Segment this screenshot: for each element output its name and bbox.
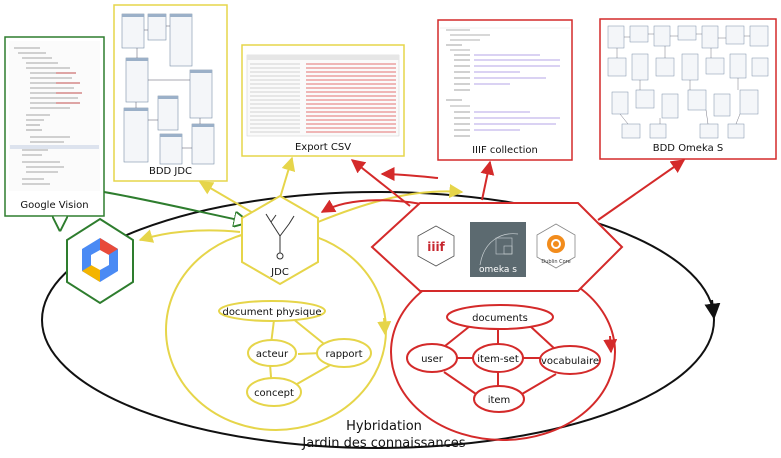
omeka-node-item: item bbox=[473, 385, 525, 413]
caption-jardin: Jardin des connaissances bbox=[301, 436, 465, 451]
google-vision-label: Google Vision bbox=[20, 200, 88, 211]
svg-text:documents: documents bbox=[472, 313, 528, 324]
svg-text:user: user bbox=[421, 354, 444, 365]
arrow-jdc-vision bbox=[138, 229, 241, 243]
caption-hybridation: Hybridation bbox=[346, 419, 422, 434]
jdc-cycle-arrow bbox=[377, 317, 392, 336]
jdc-node-rapport: rapport bbox=[316, 338, 372, 368]
iiif-collection-label: IIIF collection bbox=[472, 145, 538, 156]
bdd-jdc-label: BDD JDC bbox=[149, 166, 192, 177]
omeka-node-vocabulaire: vocabulaire bbox=[539, 345, 601, 375]
arrow-omeka-csv bbox=[350, 159, 411, 207]
omeka-hub: iiif omeka s Dublin Core bbox=[370, 202, 624, 292]
bdd-omeka-label: BDD Omeka S bbox=[653, 143, 723, 154]
tree-icon bbox=[265, 213, 295, 260]
jdc-hub-label: JDC bbox=[270, 267, 289, 278]
panel-export-csv: Export CSV bbox=[241, 44, 405, 157]
arrow-iiif-csv bbox=[380, 167, 439, 182]
svg-text:Dublin Core: Dublin Core bbox=[541, 259, 570, 265]
jdc-hub: JDC bbox=[241, 194, 319, 286]
svg-text:item: item bbox=[488, 395, 511, 406]
cycle-arrow-right bbox=[704, 299, 721, 320]
omeka-node-documents: documents bbox=[446, 304, 554, 330]
arrow-vision-jdc bbox=[103, 191, 248, 222]
dublin-core-logo-icon: Dublin Core bbox=[536, 223, 576, 269]
svg-text:rapport: rapport bbox=[325, 349, 362, 360]
hybridation-cycle bbox=[41, 191, 715, 449]
panel-bdd-omeka: BDD Omeka S bbox=[599, 18, 777, 160]
svg-text:item-set: item-set bbox=[477, 354, 519, 365]
omeka-logo-icon: omeka s bbox=[470, 222, 526, 277]
svg-text:omeka s: omeka s bbox=[479, 265, 517, 275]
arrow-jdc-csv bbox=[279, 156, 296, 199]
arrow-omeka-iiif bbox=[480, 160, 495, 201]
jdc-node-document-physique: document physique bbox=[218, 300, 326, 322]
export-csv-label: Export CSV bbox=[295, 142, 351, 153]
svg-text:document physique: document physique bbox=[222, 307, 321, 318]
google-cloud-hub bbox=[66, 217, 134, 305]
omeka-node-user: user bbox=[406, 343, 458, 373]
jdc-node-concept: concept bbox=[246, 377, 302, 407]
arrow-omeka-bdd bbox=[597, 159, 686, 221]
iiif-logo-icon: iiif bbox=[417, 225, 455, 267]
arrow-jdc-omeka bbox=[317, 184, 464, 223]
omeka-node-item-set: item-set bbox=[472, 343, 524, 373]
omeka-cycle-arrow bbox=[603, 335, 618, 354]
svg-text:iiif: iiif bbox=[427, 240, 445, 254]
svg-text:acteur: acteur bbox=[256, 349, 289, 360]
panel-iiif-collection: IIIF collection bbox=[437, 19, 573, 161]
svg-text:vocabulaire: vocabulaire bbox=[541, 356, 599, 367]
panel-bdd-jdc: BDD JDC bbox=[113, 4, 228, 182]
panel-google-vision: Google Vision bbox=[4, 36, 105, 217]
svg-text:concept: concept bbox=[254, 388, 294, 399]
jdc-node-acteur: acteur bbox=[247, 339, 297, 367]
